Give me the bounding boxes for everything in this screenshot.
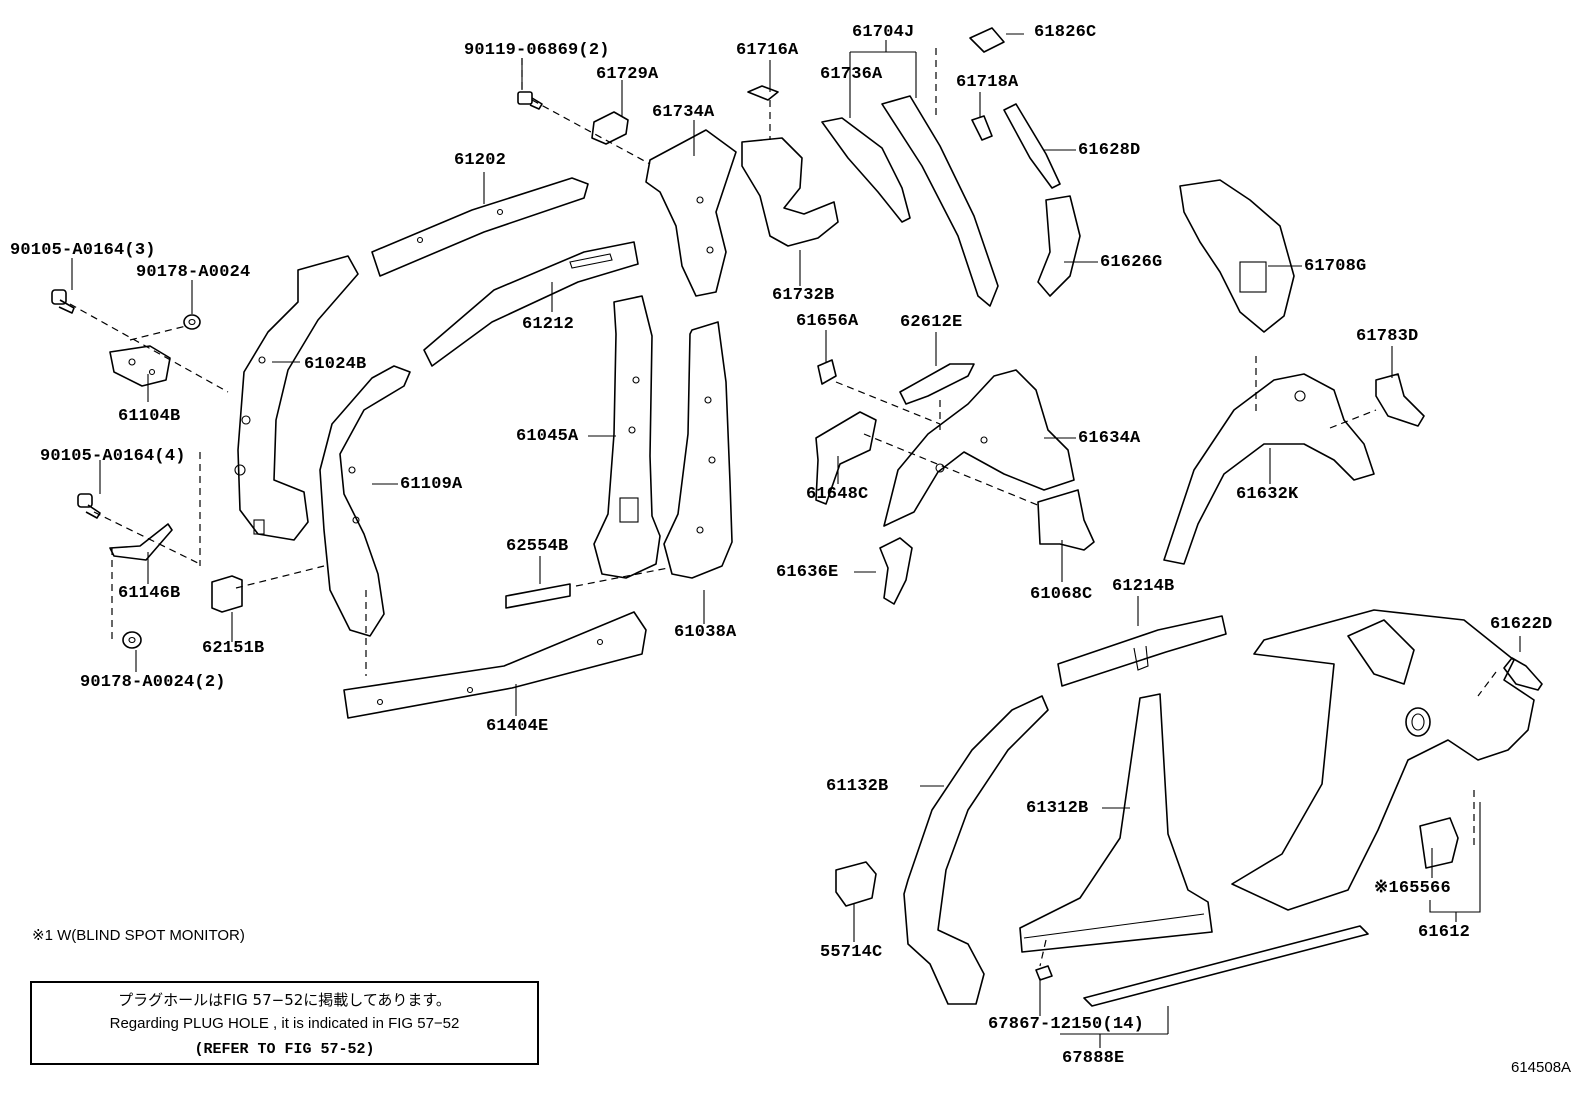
part-61632k[interactable] — [1163, 373, 1375, 565]
label-61024b[interactable]: 61024B — [304, 355, 367, 374]
part-61729a[interactable] — [591, 111, 629, 145]
label-61109a[interactable]: 61109A — [400, 475, 463, 494]
label-61214b[interactable]: 61214B — [1112, 577, 1175, 596]
label-61708g[interactable]: 61708G — [1304, 257, 1367, 276]
label-61038a[interactable]: 61038A — [674, 623, 737, 642]
part-61626g[interactable] — [1037, 195, 1081, 297]
part-165566[interactable] — [1419, 817, 1459, 869]
part-62151b[interactable] — [211, 575, 243, 613]
bolt-90105-a0164-3[interactable] — [51, 289, 75, 314]
part-61312b[interactable] — [1019, 693, 1213, 953]
nut-90178-a0024-2[interactable] — [122, 631, 142, 649]
notice-english: Regarding PLUG HOLE , it is indicated in… — [109, 1015, 460, 1032]
part-62554b[interactable] — [505, 583, 571, 609]
part-61734a[interactable] — [645, 129, 737, 297]
label-61622d[interactable]: 61622D — [1490, 615, 1553, 634]
part-61648c[interactable] — [815, 411, 877, 505]
label-61626g[interactable]: 61626G — [1100, 253, 1163, 272]
label-61628d[interactable]: 61628D — [1078, 141, 1141, 160]
label-61612[interactable]: 61612 — [1418, 923, 1471, 942]
clip-67867-12150[interactable] — [1035, 965, 1053, 981]
label-61704j[interactable]: 61704J — [852, 23, 915, 42]
label-61648c[interactable]: 61648C — [806, 485, 869, 504]
label-61212[interactable]: 61212 — [522, 315, 575, 334]
label-61202[interactable]: 61202 — [454, 151, 507, 170]
label-61734a[interactable]: 61734A — [652, 103, 715, 122]
label-61718a[interactable]: 61718A — [956, 73, 1019, 92]
part-62612e[interactable] — [899, 363, 975, 405]
label-61068c[interactable]: 61068C — [1030, 585, 1093, 604]
label-90105-a0164-3[interactable]: 90105-A0164(3) — [10, 241, 156, 260]
label-90119-06869[interactable]: 90119-06869(2) — [464, 41, 610, 60]
label-165566[interactable]: ※165566 — [1374, 879, 1451, 898]
leader-lines — [71, 33, 1521, 1048]
part-61104b[interactable] — [109, 345, 171, 387]
part-61636e[interactable] — [879, 537, 913, 605]
label-55714c[interactable]: 55714C — [820, 943, 883, 962]
part-61109a[interactable] — [319, 365, 411, 637]
label-67888e[interactable]: 67888E — [1062, 1049, 1125, 1068]
label-67867-12150[interactable]: 67867-12150(14) — [988, 1015, 1145, 1034]
label-61636e[interactable]: 61636E — [776, 563, 839, 582]
part-61718a[interactable] — [971, 115, 993, 141]
label-62151b[interactable]: 62151B — [202, 639, 265, 658]
part-61622d[interactable] — [1503, 657, 1543, 691]
part-61716a[interactable] — [747, 85, 779, 101]
label-61632k[interactable]: 61632K — [1236, 485, 1299, 504]
part-61628d[interactable] — [1003, 103, 1061, 189]
part-61038a[interactable] — [663, 321, 733, 579]
figure-id: 614508A — [1511, 1059, 1572, 1076]
label-90105-a0164-4[interactable]: 90105-A0164(4) — [40, 447, 186, 466]
part-61736a[interactable] — [821, 117, 911, 223]
plug-hole-notice: プラグホールはFIG 57−52に掲載してあります。 Regarding PLU… — [30, 981, 539, 1065]
label-61146b[interactable]: 61146B — [118, 584, 181, 603]
label-90178-a0024[interactable]: 90178-A0024 — [136, 263, 251, 282]
label-61716a[interactable]: 61716A — [736, 41, 799, 60]
footnote-blind-spot-monitor: ※1 W(BLIND SPOT MONITOR) — [32, 927, 245, 944]
notice-japanese: プラグホールはFIG 57−52に掲載してあります。 — [118, 991, 451, 1009]
assembly-lines — [69, 48, 1497, 967]
nut-90178-a0024[interactable] — [183, 314, 201, 330]
label-61104b[interactable]: 61104B — [118, 407, 181, 426]
part-61708g[interactable] — [1179, 179, 1295, 333]
part-61404e[interactable] — [343, 611, 647, 719]
part-61146b[interactable] — [109, 523, 173, 561]
label-61732b[interactable]: 61732B — [772, 286, 835, 305]
label-61656a[interactable]: 61656A — [796, 312, 859, 331]
label-61783d[interactable]: 61783D — [1356, 327, 1419, 346]
label-62612e[interactable]: 62612E — [900, 313, 963, 332]
label-61826c[interactable]: 61826C — [1034, 23, 1097, 42]
label-61312b[interactable]: 61312B — [1026, 799, 1089, 818]
part-61656a[interactable] — [817, 359, 837, 385]
part-61783d[interactable] — [1375, 373, 1425, 427]
part-61045a[interactable] — [593, 295, 661, 579]
bolt-90119-06869[interactable] — [517, 91, 543, 110]
part-55714c[interactable] — [835, 861, 877, 907]
label-61736a[interactable]: 61736A — [820, 65, 883, 84]
label-62554b[interactable]: 62554B — [506, 537, 569, 556]
part-61024b[interactable] — [234, 255, 359, 541]
part-61634a[interactable] — [883, 369, 1075, 527]
label-61634a[interactable]: 61634A — [1078, 429, 1141, 448]
part-67888e[interactable] — [1083, 925, 1369, 1007]
label-61729a[interactable]: 61729A — [596, 65, 659, 84]
part-61212[interactable] — [423, 241, 639, 367]
part-61732b[interactable] — [741, 137, 839, 247]
label-61404e[interactable]: 61404E — [486, 717, 549, 736]
label-90178-a0024-2[interactable]: 90178-A0024(2) — [80, 673, 226, 692]
label-61132b[interactable]: 61132B — [826, 777, 889, 796]
notice-reference-link[interactable]: (REFER TO FIG 57-52) — [194, 1041, 375, 1058]
part-61214b[interactable] — [1057, 615, 1227, 687]
part-61202[interactable] — [371, 177, 589, 277]
part-61826c[interactable] — [969, 27, 1005, 53]
part-61612[interactable] — [1231, 609, 1535, 911]
label-61045a[interactable]: 61045A — [516, 427, 579, 446]
part-61132b[interactable] — [903, 695, 1049, 1005]
part-61068c[interactable] — [1037, 489, 1095, 551]
part-61704j[interactable] — [881, 95, 999, 307]
bolt-90105-a0164-4[interactable] — [77, 493, 101, 519]
